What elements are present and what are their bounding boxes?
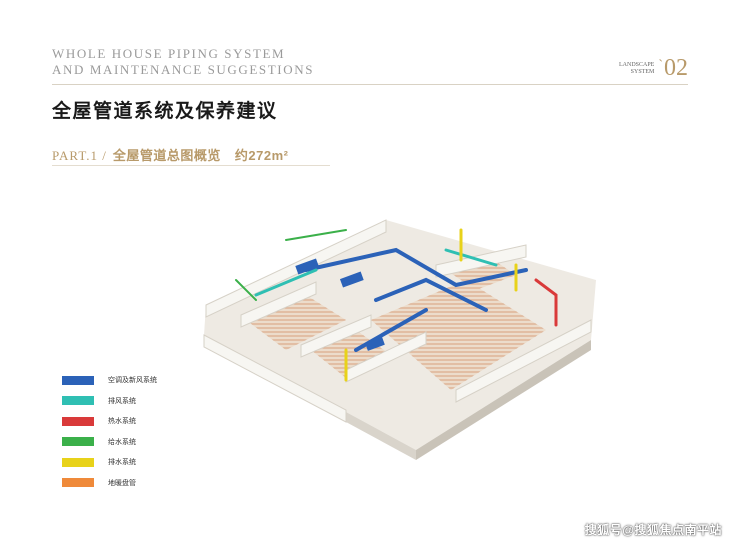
legend-swatch <box>62 478 94 487</box>
wall-front-left <box>203 334 347 423</box>
aircon-unit-2 <box>339 271 364 288</box>
legend-label: 空调及新风系统 <box>108 377 157 384</box>
section-badge: LANDSCAPE SYSTEM ˋ 02 <box>619 56 688 80</box>
wall-left <box>205 219 387 318</box>
english-title-line1: WHOLE HOUSE PIPING SYSTEM <box>52 46 286 61</box>
badge-text: LANDSCAPE SYSTEM <box>619 62 654 76</box>
top-divider <box>52 84 688 85</box>
legend-label: 热水系统 <box>108 418 136 425</box>
slab-right-side <box>416 340 591 460</box>
aircon-unit-1 <box>295 258 320 275</box>
legend-label: 排风系统 <box>108 397 136 405</box>
wall-front-right <box>455 319 592 403</box>
isometric-floorplan <box>203 219 596 460</box>
heated-floor-living <box>371 280 546 390</box>
legend-swatch <box>62 396 94 405</box>
watermark: 搜狐号@搜狐焦点南平站 <box>584 523 722 537</box>
part-title: 全屋管道总图概览 <box>112 148 221 163</box>
aircon-unit-3 <box>365 337 385 351</box>
legend-swatch <box>62 416 94 426</box>
heated-floor-bedroom <box>246 295 346 350</box>
badge-line1: LANDSCAPE <box>618 62 655 68</box>
part-divider <box>52 165 330 166</box>
legend-swatch <box>62 437 94 446</box>
badge-tick-icon: ˋ <box>658 58 663 73</box>
legend-item: 给水系统 <box>62 432 157 452</box>
page-title: 全屋管道系统及保养建议 <box>52 101 278 122</box>
legend-item: 热水系统 <box>62 411 157 431</box>
legend-item: 地暖盘管 <box>62 473 157 493</box>
legend-label: 给水系统 <box>108 438 136 446</box>
pipe-supply <box>235 229 347 301</box>
wall-mid2 <box>300 314 372 358</box>
legend-swatch <box>62 457 94 467</box>
legend: 空调及新风系统 排风系统 热水系统 给水系统 排水系统 地暖盘管 <box>62 370 157 493</box>
pipe-hot-water <box>534 278 558 327</box>
legend-item: 排水系统 <box>62 452 157 472</box>
legend-item: 空调及新风系统 <box>62 370 157 390</box>
part-heading: PART.1 / 全屋管道总图概览 约272m² <box>52 145 289 164</box>
english-title-line2: AND MAINTENANCE SUGGESTIONS <box>52 62 315 77</box>
pipe-exhaust <box>254 248 498 297</box>
wall-mid1 <box>240 281 317 328</box>
pipe-drain <box>344 228 518 382</box>
part-label: PART.1 / <box>52 148 107 163</box>
area-value: 约272m² <box>234 148 289 163</box>
badge-number: 02 <box>664 55 688 81</box>
english-title: WHOLE HOUSE PIPING SYSTEM AND MAINTENANC… <box>52 46 314 78</box>
badge-line2: SYSTEM <box>630 69 655 75</box>
legend-label: 排水系统 <box>108 459 136 466</box>
legend-item: 排风系统 <box>62 391 157 411</box>
legend-label: 地暖盘管 <box>108 479 136 487</box>
legend-swatch <box>62 375 94 385</box>
